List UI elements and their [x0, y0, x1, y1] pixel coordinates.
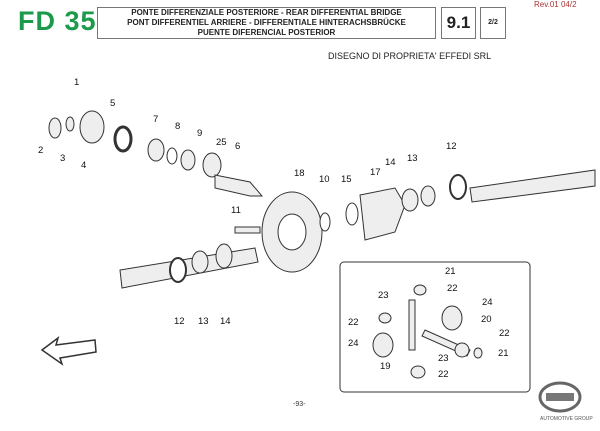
bolt	[234, 226, 261, 234]
callout-24: 24	[482, 297, 493, 308]
callout-6: 6	[235, 141, 240, 152]
owner-note: DISEGNO DI PROPRIETA' EFFEDI SRL	[328, 51, 492, 61]
seal	[449, 174, 467, 200]
callout-19: 19	[380, 361, 391, 372]
callout-15: 15	[341, 174, 352, 185]
bearing	[215, 243, 233, 269]
callout-13: 13	[407, 153, 418, 164]
washer	[65, 116, 75, 132]
callout-21: 21	[498, 348, 509, 359]
left-axle-shaft	[119, 247, 259, 289]
spacer	[166, 147, 178, 165]
callout-22: 22	[499, 328, 510, 339]
logo-subtitle: AUTOMOTIVE GROUP	[540, 416, 593, 422]
revision: Rev.01 04/2	[534, 0, 577, 9]
callout-14: 14	[220, 316, 231, 327]
bearing	[202, 152, 222, 178]
side-gear	[410, 365, 426, 379]
pinion-gear	[214, 174, 264, 197]
callout-14: 14	[385, 157, 396, 168]
callout-2: 2	[38, 145, 43, 156]
callout-17: 17	[370, 167, 381, 178]
title-line-fr-de: PONT DIFFERENTIEL ARRIERE - DIFFERENTIAL…	[127, 18, 406, 27]
callout-12: 12	[446, 141, 457, 152]
callout-24: 24	[348, 338, 359, 349]
differential-housing	[359, 187, 406, 241]
inset-box	[339, 261, 531, 393]
seal	[169, 257, 187, 283]
callout-9: 9	[197, 128, 202, 139]
callout-1: 1	[74, 77, 79, 88]
callout-22: 22	[348, 317, 359, 328]
callout-11: 11	[231, 205, 241, 216]
callout-4: 4	[81, 160, 86, 171]
section-number: 9.1	[441, 7, 476, 39]
callout-22: 22	[447, 283, 458, 294]
callout-21: 21	[445, 266, 456, 277]
callout-13: 13	[198, 316, 209, 327]
side-gear	[454, 342, 470, 358]
callout-7: 7	[153, 114, 158, 125]
callout-3: 3	[60, 153, 65, 164]
callout-10: 10	[319, 174, 330, 185]
pin	[408, 299, 416, 351]
bearing	[191, 250, 209, 274]
page-number: -93-	[293, 401, 306, 408]
title-line-es: PUENTE DIFERENCIAL POSTERIOR	[197, 28, 336, 37]
planet-gear	[441, 305, 463, 331]
effedi-logo-band	[546, 393, 574, 401]
ring-gear-hub	[277, 213, 307, 251]
title-box: PONTE DIFFERENZIALE POSTERIORE - REAR DI…	[97, 7, 436, 39]
bearing	[147, 138, 165, 162]
right-axle-shaft	[469, 169, 596, 203]
planet-gear	[372, 332, 394, 358]
shim	[319, 212, 331, 232]
callout-23: 23	[438, 353, 449, 364]
callout-18: 18	[294, 168, 305, 179]
page-of: 2/2	[480, 7, 506, 39]
direction-arrow	[40, 336, 97, 366]
washer	[473, 347, 483, 359]
callout-5: 5	[110, 98, 115, 109]
bearing	[401, 188, 419, 212]
seal	[113, 125, 133, 153]
side-gear	[413, 284, 427, 296]
callout-22: 22	[438, 369, 449, 380]
bearing	[180, 149, 196, 171]
bearing	[420, 185, 436, 207]
callout-12: 12	[174, 316, 185, 327]
effedi-logo	[538, 381, 582, 413]
title-line-it: PONTE DIFFERENZIALE POSTERIORE - REAR DI…	[131, 8, 402, 17]
callout-20: 20	[481, 314, 492, 325]
model-name: FD 35	[18, 6, 97, 36]
callout-25: 25	[216, 137, 227, 148]
washer	[378, 312, 392, 324]
washer	[345, 202, 359, 226]
callout-8: 8	[175, 121, 180, 132]
nut	[48, 117, 62, 139]
callout-23: 23	[378, 290, 389, 301]
flange	[79, 110, 105, 144]
